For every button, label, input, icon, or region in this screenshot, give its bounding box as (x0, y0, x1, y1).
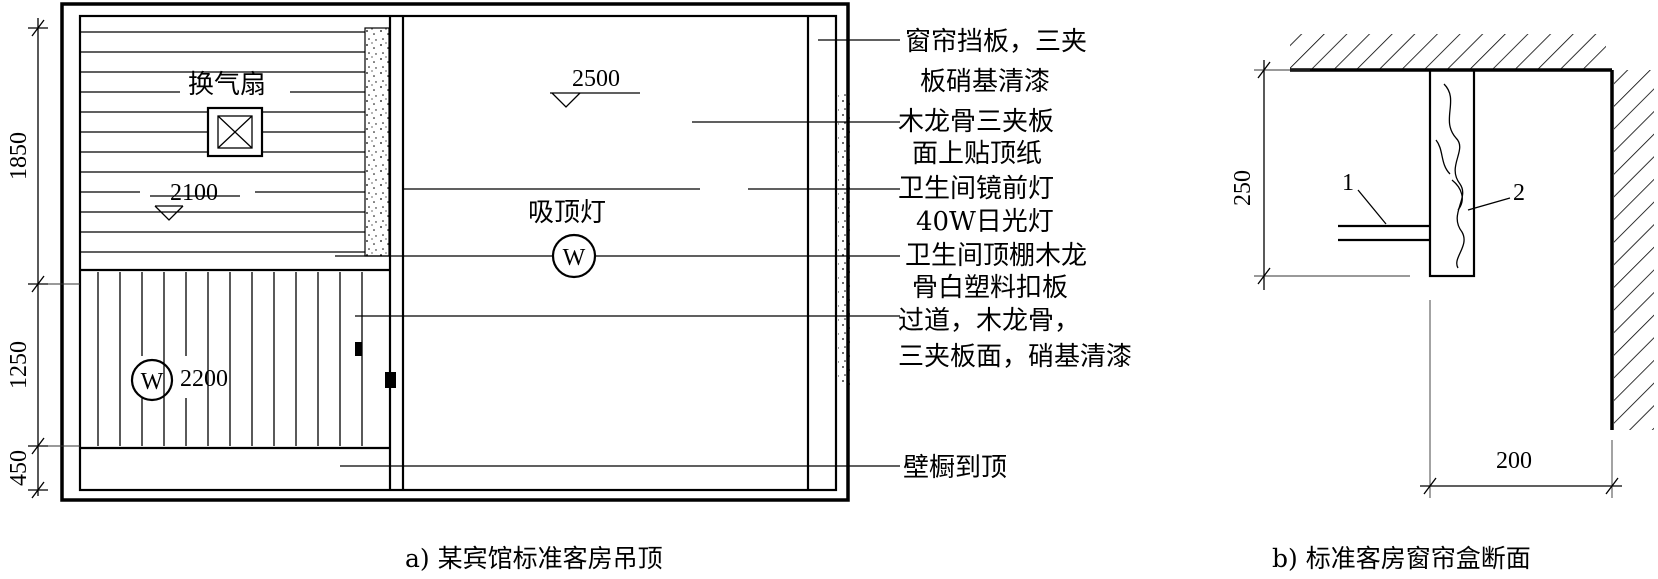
inner-wall (78, 14, 838, 492)
caption-b: b) 标准客房窗帘盒断面 (1272, 544, 1531, 573)
door-marker-large (385, 372, 396, 388)
curtain-box-section: 1 2 250 200 b) 标准客房窗帘盒断面 (1230, 34, 1654, 573)
callout-1-line2: 板硝基清漆 (920, 67, 1050, 97)
level-2500-text: 2500 (572, 66, 620, 92)
bathroom-ceiling-planks (80, 31, 390, 272)
dim-450: 450 (6, 450, 32, 486)
callout-4-line2: 骨白塑料扣板 (912, 273, 1068, 303)
callout-4-line1: 卫生间顶棚木龙 (905, 241, 1087, 271)
mirror-light-strip (364, 27, 390, 257)
callout-2-line1: 木龙骨三夹板 (898, 107, 1054, 137)
caption-a: a) 某宾馆标准客房吊顶 (405, 544, 663, 573)
ceiling-lamp-label: 吸顶灯 (528, 198, 606, 228)
dim-1850: 1850 (6, 132, 32, 180)
callout-3-line1: 卫生间镜前灯 (898, 174, 1054, 204)
level-2200-text: 2200 (180, 366, 228, 392)
leader-lines (335, 39, 900, 467)
corridor-ceiling-planks (97, 272, 363, 446)
level-2100-text: 2100 (170, 180, 218, 206)
dim-1250: 1250 (6, 341, 32, 389)
dim-250-text: 250 (1230, 170, 1256, 206)
callout-3-line2: 40W日光灯 (916, 207, 1054, 237)
wood-grain (1443, 83, 1465, 269)
level-mark-2500: 2500 (550, 66, 640, 108)
wall-hatch (1614, 70, 1654, 430)
svg-text:W: W (141, 369, 164, 395)
callout-5-line2: 三夹板面，硝基清漆 (898, 342, 1132, 372)
dim-200-text: 200 (1496, 448, 1532, 474)
item-2-label: 2 (1513, 180, 1525, 206)
ceiling-plan: 2500 2100 换气扇 吸顶灯 W W 2200 (6, 2, 1132, 573)
callouts: 窗帘挡板，三夹 板硝基清漆 木龙骨三夹板 面上贴顶纸 卫生间镜前灯 40W日光灯… (898, 27, 1132, 483)
curtain-speckle-strip (838, 92, 850, 387)
callout-6-line1: 壁橱到顶 (903, 453, 1007, 483)
item-1-label: 1 (1342, 170, 1354, 196)
corridor-lamp-icon: W (130, 358, 174, 402)
ceiling-hatch (1290, 34, 1606, 70)
door-marker-small (355, 342, 362, 356)
callout-5-line1: 过道，木龙骨， (898, 306, 1080, 336)
exhaust-fan-icon (206, 106, 264, 158)
ceiling-lamp-icon: W (551, 233, 597, 279)
level-mark-2100: 2100 (150, 180, 240, 221)
leader-2 (1467, 197, 1511, 211)
left-dimension-chain: 1850 1250 450 (6, 18, 80, 499)
callout-2-line2: 面上贴顶纸 (912, 139, 1042, 169)
svg-text:W: W (563, 245, 586, 271)
callout-1-line1: 窗帘挡板，三夹 (905, 27, 1087, 57)
wood-board (1428, 68, 1476, 278)
leader-1 (1357, 189, 1387, 225)
fan-label: 换气扇 (188, 70, 266, 100)
